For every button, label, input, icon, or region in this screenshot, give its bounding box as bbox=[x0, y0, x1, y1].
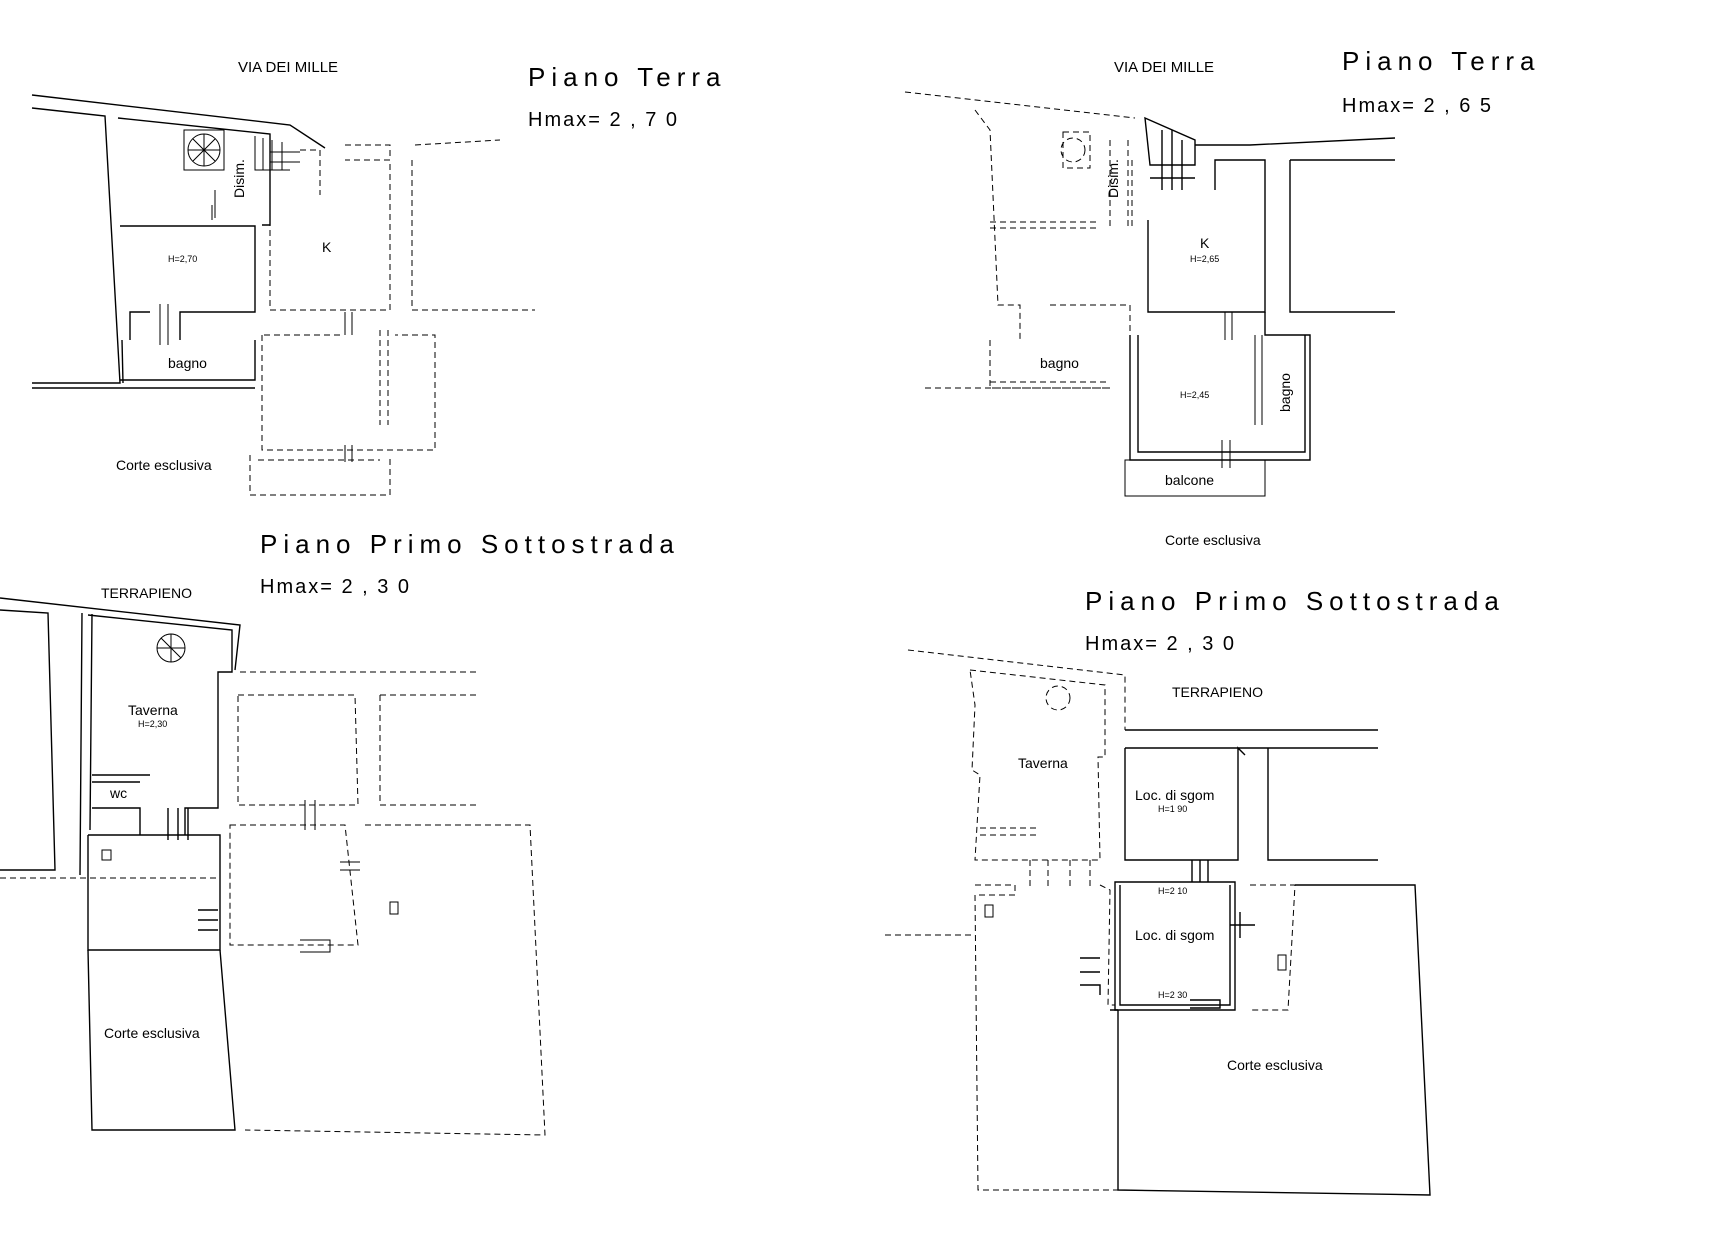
room-height-label: H=2,70 bbox=[168, 254, 197, 264]
corte-label: Corte esclusiva bbox=[104, 1025, 200, 1041]
street-label: VIA DEI MILLE bbox=[1114, 59, 1214, 76]
room-taverna-label: Taverna bbox=[128, 702, 178, 718]
plan-title: Piano Terra bbox=[528, 62, 727, 92]
room-taverna-height-label: H=2,30 bbox=[138, 719, 167, 729]
plan-basement-right: Piano Primo Sottostrada Hmax= 2 , 3 0 TE… bbox=[885, 586, 1505, 1196]
plan-title: Piano Terra bbox=[1342, 46, 1541, 76]
room-wc-label: wc bbox=[109, 785, 127, 801]
plan-basement-left: Piano Primo Sottostrada Hmax= 2 , 3 0 TE… bbox=[0, 529, 680, 1136]
room-loc2-bottom-height-label: H=2 30 bbox=[1158, 990, 1187, 1000]
room-bagno-left-label: bagno bbox=[1040, 355, 1079, 371]
street-label: VIA DEI MILLE bbox=[238, 59, 338, 76]
room-bagno-label: bagno bbox=[168, 355, 207, 371]
corte-label: Corte esclusiva bbox=[116, 457, 212, 473]
room-loc2-label: Loc. di sgom bbox=[1135, 927, 1214, 943]
room-loc1-height-label: H=1 90 bbox=[1158, 804, 1187, 814]
balcone-label: balcone bbox=[1165, 472, 1214, 488]
room-k-label: K bbox=[1200, 235, 1210, 251]
hmax-label: Hmax= 2 , 6 5 bbox=[1342, 95, 1493, 117]
terrapieno-label: TERRAPIENO bbox=[101, 585, 192, 601]
hmax-label: Hmax= 2 , 3 0 bbox=[1085, 633, 1236, 655]
plan-title: Piano Primo Sottostrada bbox=[260, 529, 680, 559]
room-k-label: K bbox=[322, 239, 332, 255]
terrapieno-label: TERRAPIENO bbox=[1172, 684, 1263, 700]
room-disim-label: Disim. bbox=[231, 159, 247, 198]
room-height-label: H=2,45 bbox=[1180, 390, 1209, 400]
room-loc1-label: Loc. di sgom bbox=[1135, 787, 1214, 803]
room-disim-label: Disim. bbox=[1105, 159, 1121, 198]
hmax-label: Hmax= 2 , 7 0 bbox=[528, 109, 679, 131]
room-taverna-label: Taverna bbox=[1018, 755, 1068, 771]
plan-title: Piano Primo Sottostrada bbox=[1085, 586, 1505, 616]
room-loc2-top-height-label: H=2 10 bbox=[1158, 886, 1187, 896]
plan-ground-floor-right: VIA DEI MILLE Piano Terra Hmax= 2 , 6 5 … bbox=[904, 46, 1541, 548]
room-k-height-label: H=2,65 bbox=[1190, 254, 1219, 264]
corte-label: Corte esclusiva bbox=[1165, 532, 1261, 548]
plan-ground-floor-left: VIA DEI MILLE Piano Terra Hmax= 2 , 7 0 bbox=[31, 59, 727, 496]
hmax-label: Hmax= 2 , 3 0 bbox=[260, 576, 411, 598]
room-bagno-right-label: bagno bbox=[1277, 373, 1293, 412]
corte-label: Corte esclusiva bbox=[1227, 1057, 1323, 1073]
